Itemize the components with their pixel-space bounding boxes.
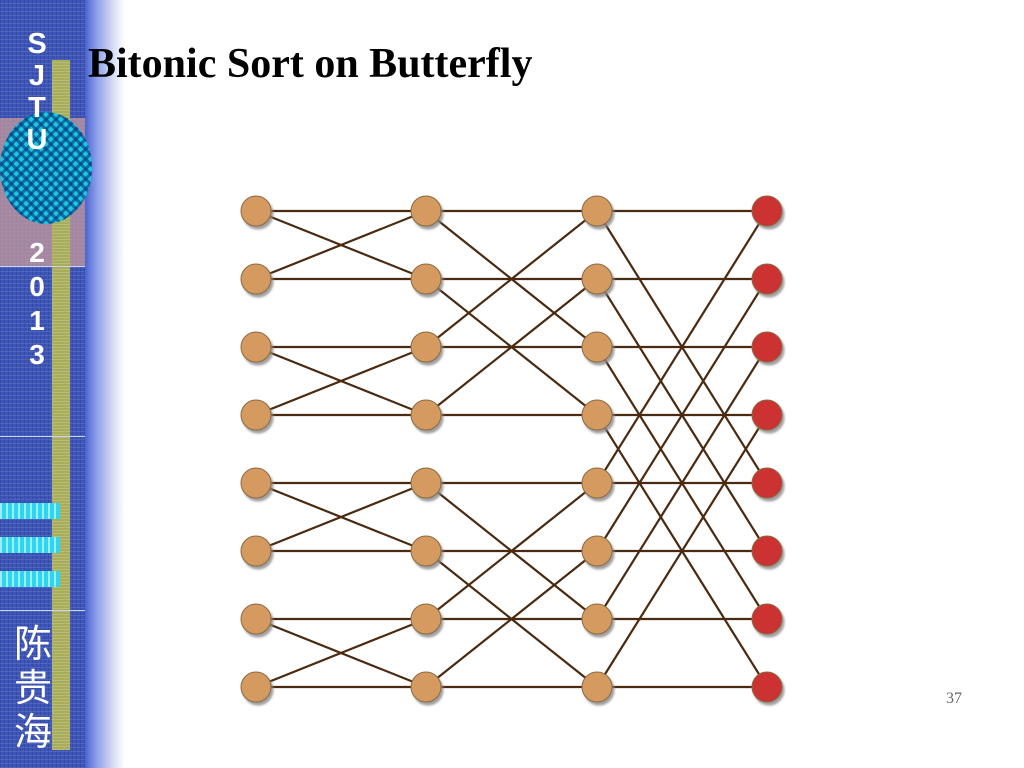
- sidebar-divider: [0, 610, 85, 611]
- cross-edge: [596, 346, 768, 620]
- butterfly-edges: [255, 209, 768, 689]
- network-node: [410, 331, 442, 363]
- sidebar-dash-row: [0, 537, 60, 553]
- output-node: [751, 399, 783, 431]
- network-node: [240, 195, 272, 227]
- output-node: [751, 535, 783, 567]
- cross-edge: [596, 414, 768, 688]
- output-node: [751, 671, 783, 703]
- cross-edge: [255, 209, 427, 281]
- network-node: [581, 603, 613, 635]
- network-node: [581, 399, 613, 431]
- network-node: [240, 263, 272, 295]
- output-node: [751, 467, 783, 499]
- network-node: [581, 195, 613, 227]
- sidebar-author-char: 贵: [13, 666, 52, 710]
- network-node: [240, 671, 272, 703]
- slide-title: Bitonic Sort on Butterfly: [88, 41, 533, 87]
- network-node: [581, 263, 613, 295]
- output-node: [751, 331, 783, 363]
- sidebar-dash-row: [0, 503, 60, 519]
- page-number: 37: [946, 690, 962, 707]
- cross-edge: [255, 345, 427, 417]
- network-node: [410, 603, 442, 635]
- sidebar-logo-letters: S J T U: [16, 28, 58, 156]
- network-node: [410, 399, 442, 431]
- network-node: [240, 603, 272, 635]
- sidebar-dash-row: [0, 571, 60, 587]
- network-node: [410, 263, 442, 295]
- output-node: [751, 263, 783, 295]
- sidebar-letter: J: [28, 60, 46, 92]
- sidebar-year-digit: 3: [29, 339, 45, 370]
- network-node: [240, 535, 272, 567]
- sidebar-circle-decoration: [0, 112, 92, 224]
- network-node: [410, 467, 442, 499]
- cross-edge: [425, 278, 598, 416]
- sidebar-author-char: 海: [13, 710, 52, 754]
- network-node: [240, 399, 272, 431]
- network-node: [410, 535, 442, 567]
- sidebar-divider: [0, 436, 85, 437]
- output-node: [751, 603, 783, 635]
- network-node: [581, 331, 613, 363]
- sidebar-divider: [0, 266, 85, 267]
- cross-edge: [425, 550, 598, 688]
- cross-edge: [596, 278, 768, 552]
- sidebar-author-char: 陈: [13, 622, 52, 666]
- cross-edge: [255, 617, 427, 689]
- cross-edge: [425, 210, 598, 348]
- network-node: [581, 467, 613, 499]
- cross-edge: [255, 481, 427, 553]
- sidebar-letter: T: [28, 92, 46, 124]
- cross-edge: [425, 482, 598, 620]
- sidebar-year: 2 0 1 3: [16, 236, 58, 372]
- output-node: [751, 195, 783, 227]
- sidebar-letter: U: [26, 124, 48, 156]
- network-node: [240, 331, 272, 363]
- network-node: [410, 671, 442, 703]
- network-node: [240, 467, 272, 499]
- sidebar-dash-decoration: [0, 503, 60, 605]
- cross-edge: [596, 210, 768, 484]
- sidebar-year-digit: 2: [29, 237, 45, 268]
- network-node: [410, 195, 442, 227]
- butterfly-nodes: [240, 195, 783, 703]
- sidebar-year-digit: 0: [29, 271, 45, 302]
- network-node: [581, 671, 613, 703]
- sidebar-year-digit: 1: [29, 305, 45, 336]
- sidebar-fade: [85, 0, 125, 768]
- sidebar-author: 陈 贵 海: [10, 622, 56, 754]
- sidebar-letter: S: [27, 28, 47, 60]
- network-node: [581, 535, 613, 567]
